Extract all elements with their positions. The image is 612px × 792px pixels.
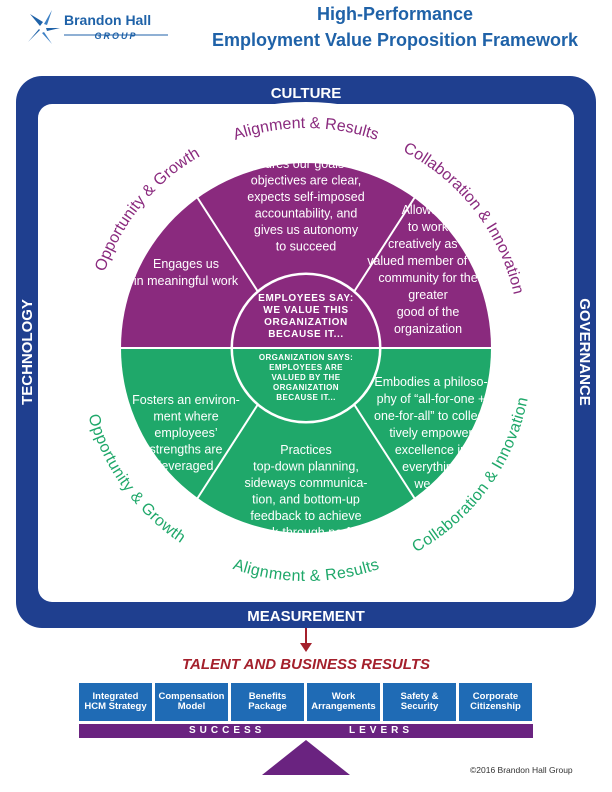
text-line: one-for-all” to collec-: [374, 409, 488, 423]
text-line: mance: [287, 542, 325, 556]
text-line: Practices: [280, 443, 331, 457]
lever-safety-security: Safety & Security: [383, 683, 456, 721]
text-line: leveraged: [159, 459, 214, 473]
down-arrow-icon: [300, 643, 312, 652]
text-line: excellence in: [395, 443, 467, 457]
lever-benefits: Benefits Package: [231, 683, 304, 721]
frame-culture-label: CULTURE: [271, 85, 342, 102]
text-line: in meaningful work: [134, 274, 239, 288]
wheel-top-half: [121, 163, 491, 348]
text-line: phy of “all-for-one +: [377, 392, 486, 406]
text-line: Ensures our goals and: [243, 157, 368, 171]
text-line: ORGANIZATION: [273, 383, 339, 392]
text-line: tively empower: [389, 426, 472, 440]
text-line: greater: [408, 288, 448, 302]
spoke-top-left: [196, 196, 263, 299]
text-line: strengths are: [150, 443, 223, 457]
segment-top-right-text: Allows us to work creatively as a valued me…: [367, 203, 489, 336]
segment-top-middle-text: Ensures our goals and objectives are clea…: [243, 157, 368, 254]
segment-top-left-text: Engages us in meaningful work: [134, 257, 239, 288]
text-line: EMPLOYEES SAY:: [258, 293, 354, 304]
text-line: Embodies a philoso-: [374, 375, 487, 389]
text-line: break-through perfor-: [247, 526, 365, 540]
text-line: sideways communica-: [245, 476, 368, 490]
text-line: organization: [394, 322, 462, 336]
star-icon: [28, 10, 60, 44]
text-line: to work: [408, 220, 449, 234]
text-line: WE VALUE THIS: [263, 305, 348, 316]
copyright: ©2016 Brandon Hall Group: [470, 765, 573, 775]
frame-governance-label: GOVERNANCE: [576, 298, 593, 406]
text-line: to succeed: [276, 240, 337, 254]
text-line: ORGANIZATION SAYS:: [259, 353, 353, 362]
spoke-top-right: [349, 196, 416, 299]
success-levers-bar: SUCCESS LEVERS: [79, 724, 533, 738]
segment-bottom-left-text: Fosters an environ-ment where employees’ s…: [132, 393, 240, 473]
text-line: Allows us: [402, 203, 455, 217]
text-line: gives us autonomy: [254, 223, 359, 237]
wheel-bottom-half: [121, 348, 491, 533]
logo-sub: GROUP: [94, 31, 137, 41]
text-line: expects self-imposed: [247, 190, 364, 204]
text-line: EMPLOYEES ARE: [269, 363, 343, 372]
text-line: VALUED BY THE: [272, 373, 341, 382]
segment-bottom-middle-text: Practices top-down planning, sideways comm…: [245, 443, 368, 556]
fulcrum-triangle: [262, 740, 350, 775]
talent-results-label: TALENT AND BUSINESS RESULTS: [181, 656, 431, 673]
text-line: objectives are clear,: [251, 174, 361, 188]
text-line: ment where: [153, 410, 218, 424]
logo-name: Brandon Hall: [64, 12, 151, 28]
levers-word: LEVERS: [349, 725, 414, 736]
frame-technology-label: TECHNOLOGY: [19, 299, 36, 405]
spoke-bottom-right: [349, 397, 416, 500]
text-line: BECAUSE IT...: [268, 329, 344, 340]
text-line: feedback to achieve: [250, 509, 361, 523]
segment-bottom-right-text: Embodies a philoso-phy of “all-for-one +…: [374, 375, 488, 491]
spoke-bottom-left: [196, 397, 263, 500]
text-line: BECAUSE IT...: [276, 393, 335, 402]
frame-measurement-label: MEASUREMENT: [247, 608, 365, 625]
header: Brandon Hall GROUP High-Performance Empl…: [0, 0, 612, 62]
text-line: ORGANIZATION: [264, 317, 348, 328]
text-line: good of the: [397, 305, 460, 319]
text-line: valued member of our: [367, 254, 489, 268]
text-line: Fosters an environ-: [132, 393, 240, 407]
text-line: accountability, and: [255, 207, 358, 221]
text-line: tion, and bottom-up: [252, 493, 360, 507]
success-levers: Integrated HCM Strategy Compensation Mod…: [79, 683, 533, 723]
text-line: community for the: [378, 271, 477, 285]
title-line-1: High-Performance: [316, 4, 474, 24]
text-line: we do: [413, 477, 447, 491]
brandon-hall-logo: Brandon Hall GROUP: [28, 10, 168, 44]
text-line: employees’: [154, 426, 217, 440]
text-line: Engages us: [153, 257, 219, 271]
center-hub-bottom: [233, 348, 379, 421]
text-line: everything: [402, 460, 460, 474]
lever-corporate-citizenship: Corporate Citizenship: [459, 683, 532, 721]
lever-integrated-hcm: Integrated HCM Strategy: [79, 683, 152, 721]
text-line: creatively as a: [388, 237, 468, 251]
success-word: SUCCESS: [189, 725, 266, 736]
lever-work-arrangements: Work Arrangements: [307, 683, 380, 721]
center-hub-top: [233, 275, 379, 348]
title-line-2: Employment Value Proposition Framework: [211, 30, 579, 50]
text-line: top-down planning,: [253, 460, 359, 474]
lever-compensation: Compensation Model: [155, 683, 228, 721]
